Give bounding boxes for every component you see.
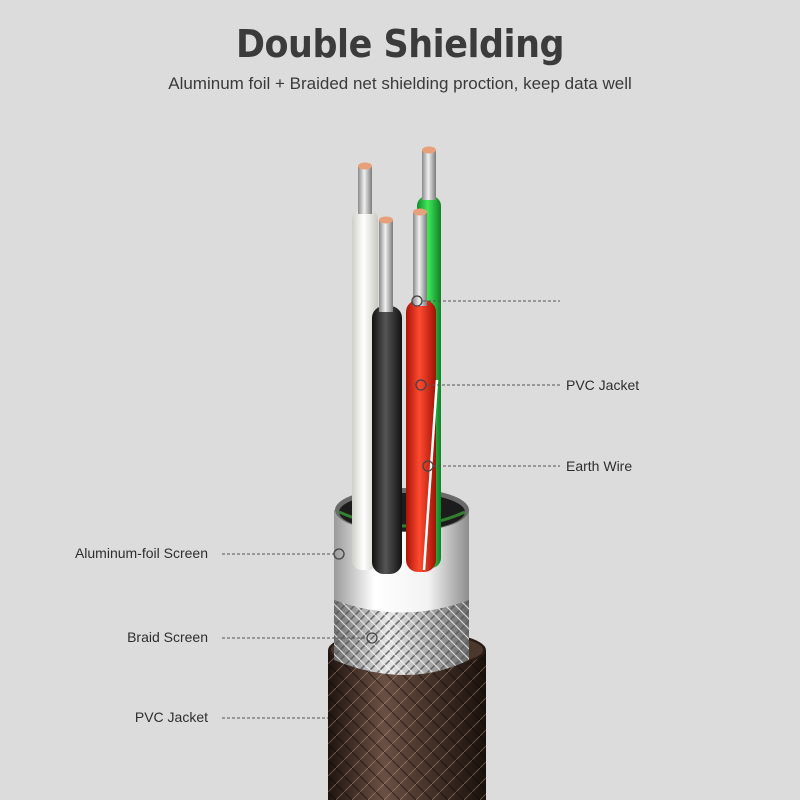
leader-lines <box>222 300 560 719</box>
braid-screen-layer <box>334 590 469 675</box>
label-pvc-jacket-outer: PVC Jacket <box>134 709 208 725</box>
earth-wire-strand <box>422 379 439 571</box>
label-aluminum-foil-screen: Aluminum-foil Screen <box>74 545 208 561</box>
label-earth-wire: Earth Wire <box>566 458 633 474</box>
label-pvc-jacket-inner: PVC Jacket <box>566 377 640 393</box>
leader-markers <box>333 295 434 644</box>
black-wire <box>372 216 402 574</box>
white-wire <box>352 162 378 570</box>
page-title: Double Shielding <box>235 22 565 66</box>
page-subtitle: Aluminum foil + Braided net shielding pr… <box>168 74 632 93</box>
label-braid-screen: Braid Screen <box>127 629 208 645</box>
